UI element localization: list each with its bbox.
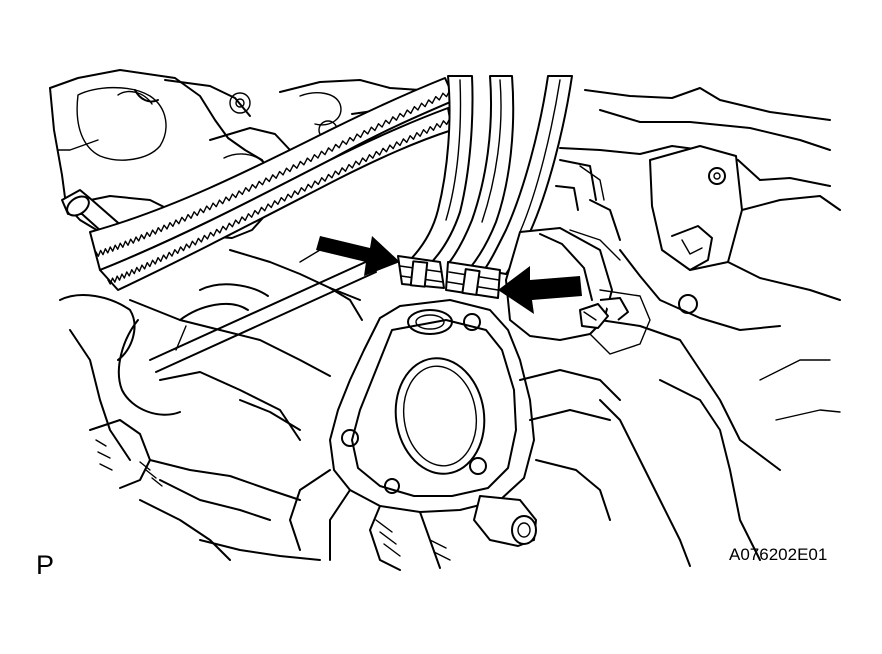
arrow-right-icon (498, 266, 582, 314)
throttle-body (289, 227, 651, 571)
hose-clamp-left (397, 255, 445, 289)
view-label: P (36, 550, 55, 580)
dipstick-rod (149, 259, 377, 373)
engine-center-outline (59, 249, 371, 561)
shaft-right (555, 159, 621, 261)
hose-clamp-right (445, 261, 501, 299)
arrow-left-icon (316, 236, 400, 276)
hoses (407, 75, 573, 275)
engine-right-outline (559, 87, 841, 567)
figure-code: A076202E01 (729, 545, 828, 564)
